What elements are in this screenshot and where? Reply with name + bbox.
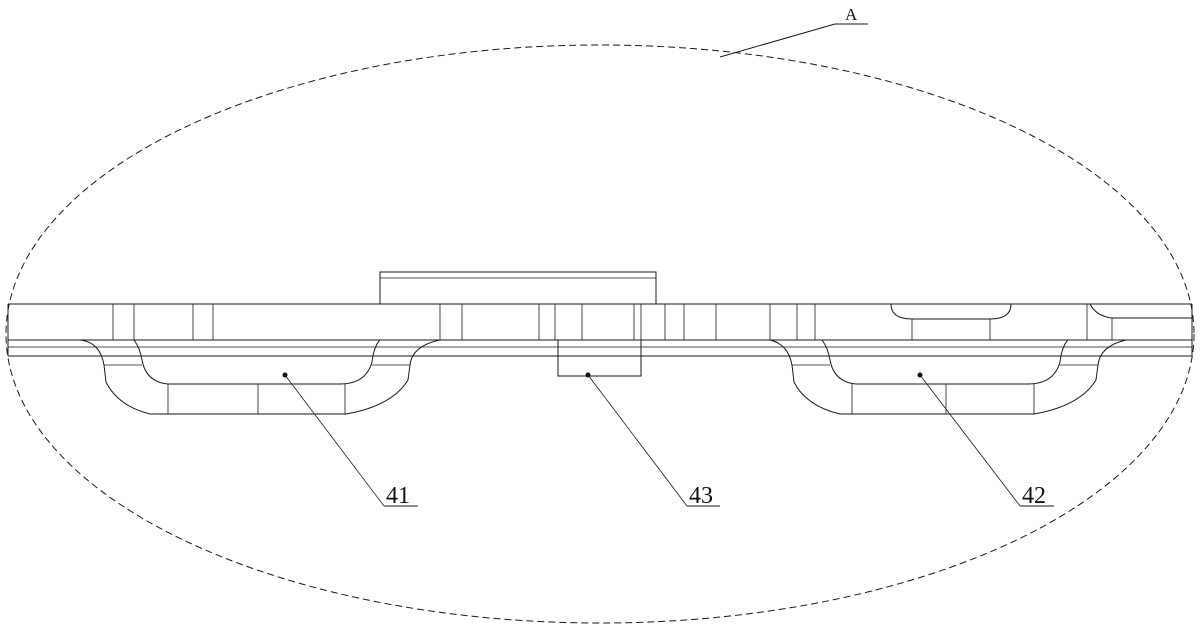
detail-boundary-ellipse — [5, 44, 1195, 624]
beam-partitions — [112, 304, 1088, 340]
leader-42 — [917, 372, 1054, 507]
part-42-channel — [769, 339, 1127, 415]
detail-label-group: A — [719, 5, 868, 58]
upper-right-slot — [890, 303, 1012, 340]
leader-43 — [585, 372, 720, 507]
part-label-41: 41 — [386, 483, 410, 509]
part-43-block — [557, 339, 642, 377]
far-right-step — [1089, 303, 1192, 340]
top-plate — [379, 271, 657, 305]
part-label-43: 43 — [689, 483, 713, 509]
detail-label: A — [845, 5, 858, 24]
part-41-channel — [79, 339, 441, 415]
part-label-42: 42 — [1022, 483, 1046, 509]
leader-41 — [282, 372, 418, 507]
detail-leader-line — [719, 23, 836, 58]
main-beam — [7, 303, 1193, 357]
